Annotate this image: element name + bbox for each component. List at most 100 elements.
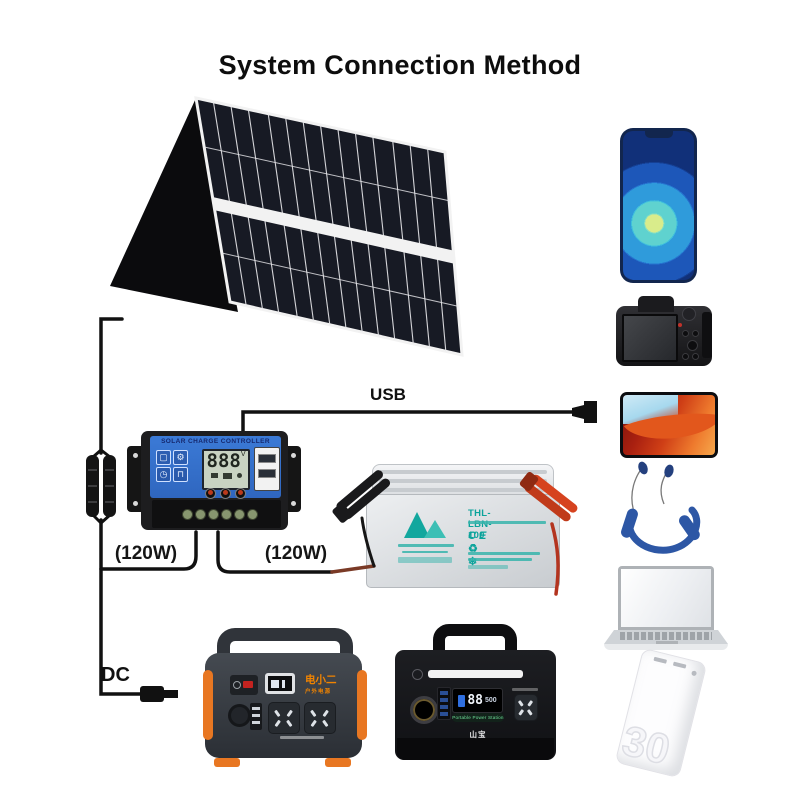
battery-text-line	[402, 551, 448, 553]
terminal-screw-icon	[221, 509, 232, 520]
camera-button	[692, 330, 699, 337]
settings-gear-icon: ⚙	[173, 450, 188, 465]
terminal-screw-icon	[208, 509, 219, 520]
laptop-front-edge	[604, 644, 728, 650]
controller-button	[220, 488, 231, 499]
station-foot	[325, 758, 351, 767]
ce-mark: CE	[468, 530, 490, 542]
power-switch-panel	[230, 675, 258, 695]
camera-screen	[622, 314, 678, 362]
dc-label: DC	[101, 664, 130, 686]
ac-outlet	[304, 702, 336, 734]
station-base	[397, 738, 554, 760]
orange-side-panel	[357, 670, 367, 740]
dc-output-socket	[228, 704, 251, 727]
usb-output-ports	[437, 687, 451, 720]
usb-output-ports	[250, 703, 262, 730]
brand-subtext: 户外电源	[305, 689, 332, 695]
car-socket	[410, 696, 438, 724]
controller-usb-ports	[254, 447, 280, 491]
mc4-connectors-icon	[86, 448, 116, 525]
wireless-earphones	[621, 461, 701, 554]
laptop-screen	[618, 566, 714, 630]
pv-input-cable	[99, 530, 198, 571]
indicator-ring-icon	[233, 681, 241, 689]
camera-viewfinder	[638, 296, 674, 312]
station-brand: 山宝	[469, 730, 487, 739]
controller-button	[235, 488, 246, 499]
orange-side-panel	[203, 670, 213, 740]
brand-text: 电小二	[305, 674, 337, 686]
black-clamp-icon	[332, 470, 391, 523]
lcd-watts: 500	[484, 697, 497, 704]
ac-outlet	[268, 702, 300, 734]
station-display	[265, 673, 295, 694]
recycle-icon: ♻	[468, 543, 481, 555]
display-mode-icon: ▢	[156, 450, 171, 465]
digital-camera	[614, 296, 714, 370]
station-spec-text-line	[280, 736, 324, 739]
outlet-label-line	[512, 688, 538, 691]
red-clamp-icon	[519, 471, 578, 522]
battery-cable	[216, 530, 334, 574]
screw-hole-icon	[133, 501, 138, 506]
battery-watt-label: (120W)	[264, 543, 328, 564]
page-title: System Connection Method	[218, 50, 582, 80]
controller-lcd-value: 888	[206, 450, 241, 472]
camera-button	[692, 353, 699, 360]
camera-grip	[702, 312, 712, 358]
tablet	[620, 392, 718, 458]
usb-plug-icon	[572, 401, 597, 423]
tablet-screen	[623, 395, 715, 455]
station-badge: Portable Power Station	[452, 713, 504, 722]
lcd-value: 88	[467, 693, 483, 708]
power-station-black: 88 500 Portable Power Station 山宝	[392, 620, 564, 772]
dc-cable	[99, 518, 142, 696]
screw-hole-icon	[133, 453, 138, 458]
terminal-screw-icon	[234, 509, 245, 520]
timer-clock-icon: ◷	[156, 467, 171, 482]
battery-text-line	[468, 552, 540, 555]
camera-record-dot	[678, 323, 682, 327]
phone-notch	[644, 131, 673, 138]
snowflake-icon: ❄	[468, 556, 481, 568]
smartphone-screen	[623, 131, 694, 280]
cables	[99, 317, 574, 696]
screw-hole-icon	[291, 453, 296, 458]
terminal-screw-icon	[182, 509, 193, 520]
camera-button	[682, 353, 689, 360]
power-button	[412, 669, 423, 680]
battery-cert-icons: CE ♻ ❄	[468, 530, 489, 568]
terminal-screw-icon	[195, 509, 206, 520]
foldable-solar-panel-icon	[110, 96, 464, 357]
smartphone	[620, 128, 697, 283]
camera-button	[682, 330, 689, 337]
dc-plug-icon	[140, 686, 178, 702]
battery-text-line	[468, 521, 546, 524]
panel-watt-label: (120W)	[114, 543, 178, 564]
battery-text-line	[398, 544, 454, 547]
screw-hole-icon	[291, 501, 296, 506]
battery-text-line	[398, 557, 452, 563]
usb-cable	[241, 410, 574, 434]
battery-text-line	[468, 565, 508, 569]
station-foot	[214, 758, 240, 767]
usb-label: USB	[370, 385, 406, 404]
laptop-trackpad	[656, 641, 678, 644]
station-lcd: 88 500	[452, 688, 503, 713]
camera-dpad	[687, 340, 698, 351]
laptop-keyboard	[620, 632, 712, 640]
terminal-screw-icon	[247, 509, 258, 520]
battery-level-icon	[458, 694, 466, 707]
camera-mode-dial	[682, 307, 696, 321]
lcd-status-icons	[204, 473, 248, 479]
battery-text-line	[468, 558, 532, 561]
ac-outlet	[514, 694, 538, 721]
red-power-switch	[243, 681, 253, 688]
power-station-orange: 电小二 户外电源	[192, 620, 378, 772]
lock-icon: ⊓	[173, 467, 188, 482]
battery-model: THL-LBN-100	[468, 508, 492, 541]
